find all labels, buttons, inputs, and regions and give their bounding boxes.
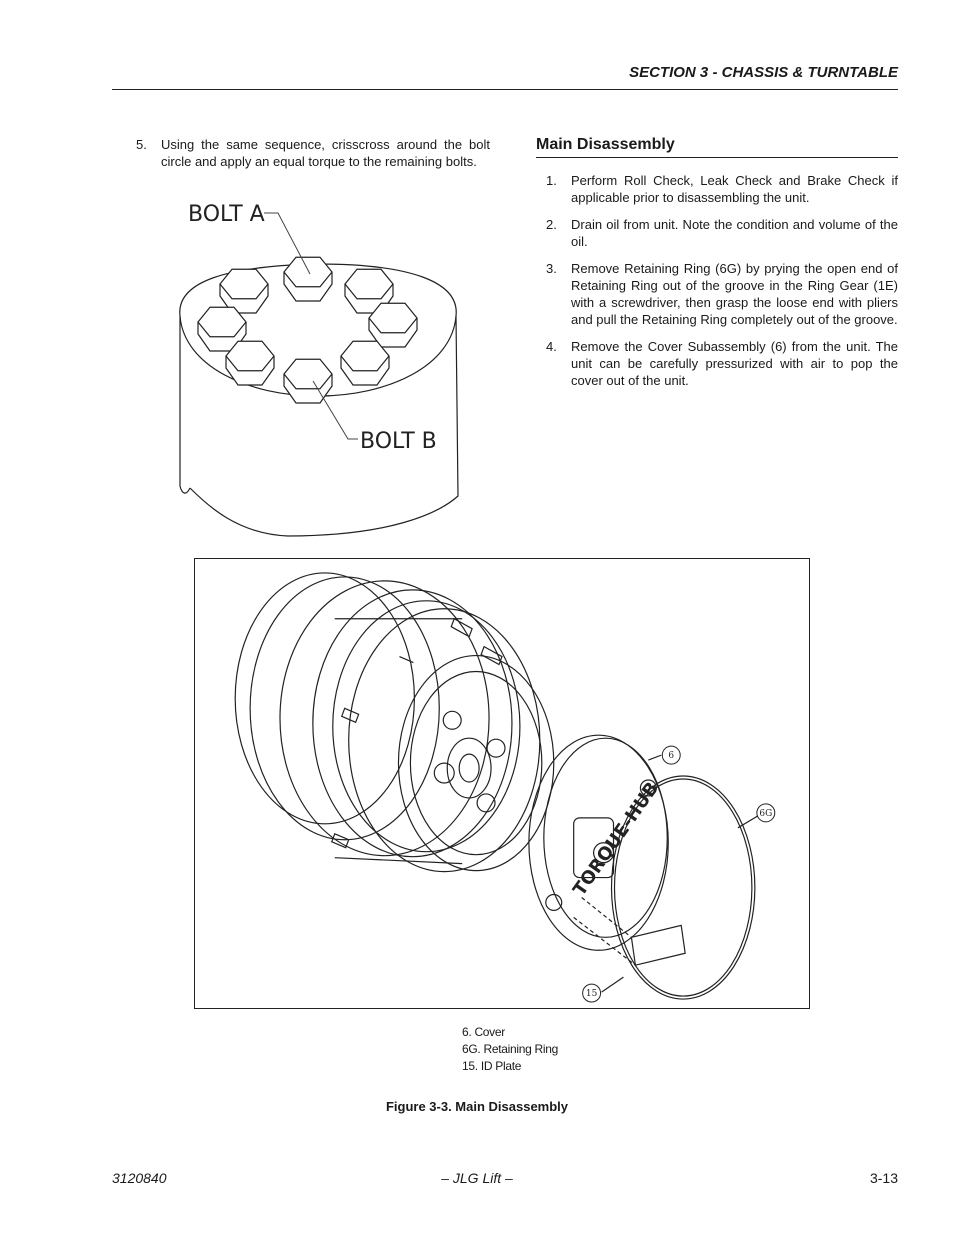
callout-6g: 6G bbox=[759, 809, 772, 819]
cover-logo-text: TORQUE-HUB bbox=[569, 778, 663, 900]
bolt-head-top bbox=[340, 340, 390, 372]
footer-doc-number: 3120840 bbox=[112, 1170, 167, 1186]
step-5-number: 5. bbox=[136, 137, 147, 152]
step-2-number: 2. bbox=[546, 217, 557, 232]
step-1-text: Perform Roll Check, Leak Check and Brake… bbox=[571, 173, 898, 205]
step-3-number: 3. bbox=[546, 261, 557, 276]
step-1-number: 1. bbox=[546, 173, 557, 188]
bolt-head-top bbox=[368, 302, 418, 334]
hub-exploded-drawing: TORQUE-HUB 6 6G 15 bbox=[234, 572, 776, 1003]
step-4-number: 4. bbox=[546, 339, 557, 354]
legend-retaining-ring: 6G. Retaining Ring bbox=[462, 1042, 558, 1056]
step-2-text: Drain oil from unit. Note the condition … bbox=[571, 217, 898, 249]
bolt-pattern-figure: BOLT A BOLT B bbox=[179, 202, 459, 537]
section-rule bbox=[536, 157, 898, 158]
step-5: 5. Using the same sequence, crisscross a… bbox=[136, 136, 490, 170]
figure-caption: Figure 3-3. Main Disassembly bbox=[385, 1099, 569, 1114]
header-rule bbox=[112, 89, 898, 90]
disassembly-steps: 1. Perform Roll Check, Leak Check and Br… bbox=[546, 172, 898, 399]
legend-id-plate: 15. ID Plate bbox=[462, 1059, 522, 1073]
bolt-b-leader bbox=[312, 380, 358, 440]
bolt-head-top bbox=[283, 256, 333, 288]
callout-15: 15 bbox=[586, 989, 597, 999]
footer-brand: – JLG Lift – bbox=[441, 1170, 513, 1186]
step-1: 1. Perform Roll Check, Leak Check and Br… bbox=[546, 172, 898, 206]
bolt-head-top bbox=[219, 268, 269, 300]
callout-6: 6 bbox=[668, 751, 674, 761]
step-3: 3. Remove Retaining Ring (6G) by prying … bbox=[546, 260, 898, 328]
bolt-head-top bbox=[225, 340, 275, 372]
id-plate-outline bbox=[630, 924, 686, 966]
main-disassembly-figure: TORQUE-HUB 6 6G 15 bbox=[194, 558, 810, 1009]
step-5-text: Using the same sequence, crisscross arou… bbox=[161, 137, 490, 169]
figure-legend: 6. Cover 6G. Retaining Ring 15. ID Plate bbox=[462, 1024, 558, 1075]
step-4: 4. Remove the Cover Subassembly (6) from… bbox=[546, 338, 898, 389]
step-2: 2. Drain oil from unit. Note the conditi… bbox=[546, 216, 898, 250]
section-header: SECTION 3 - CHASSIS & TURNTABLE bbox=[629, 64, 898, 81]
bolt-head-top bbox=[344, 268, 394, 300]
bolt-a-label: BOLT A bbox=[188, 202, 265, 227]
step-4-text: Remove the Cover Subassembly (6) from th… bbox=[571, 339, 898, 388]
bolt-head-top bbox=[283, 358, 333, 390]
footer-page-number: 3-13 bbox=[869, 1170, 898, 1186]
legend-cover: 6. Cover bbox=[462, 1025, 505, 1039]
main-disassembly-title: Main Disassembly bbox=[536, 136, 675, 153]
bolt-heads bbox=[197, 256, 418, 404]
step-3-text: Remove Retaining Ring (6G) by prying the… bbox=[571, 261, 898, 327]
bolt-a-leader bbox=[264, 212, 311, 275]
retaining-ring-outline bbox=[610, 775, 756, 1000]
bolt-b-label: BOLT B bbox=[360, 429, 437, 454]
bolt-head-top bbox=[197, 306, 247, 338]
cover-outline bbox=[528, 734, 669, 951]
